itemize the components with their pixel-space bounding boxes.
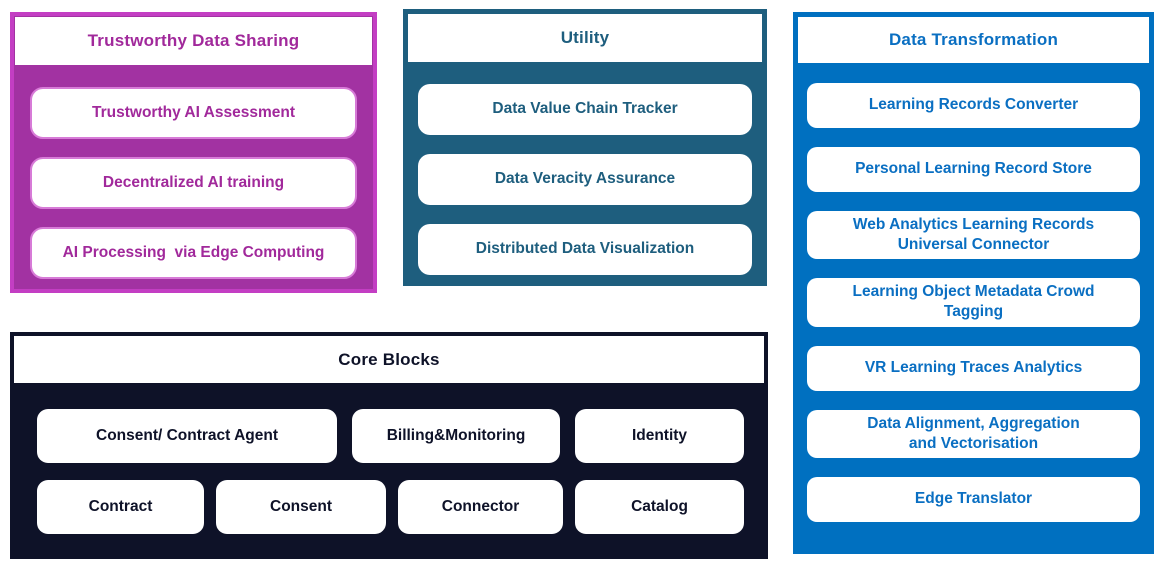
panel-utility: Utility Data Value Chain Tracker Data Ve…: [403, 9, 767, 286]
block-connector: Connector: [398, 480, 563, 534]
core-blocks-row-1: Consent/ Contract Agent Billing&Monitori…: [10, 409, 768, 463]
block-ai-processing-via-edge-computing: AI Processing via Edge Computing: [30, 227, 357, 279]
block-learning-records-converter: Learning Records Converter: [807, 83, 1140, 128]
block-web-analytics-learning-records-universal-connector: Web Analytics Learning Records Universal…: [807, 211, 1140, 260]
panel-title-trustworthy-data-sharing: Trustworthy Data Sharing: [15, 17, 372, 65]
data-transformation-items: Learning Records Converter Personal Lear…: [798, 63, 1149, 522]
block-vr-learning-traces-analytics: VR Learning Traces Analytics: [807, 345, 1140, 391]
block-personal-learning-record-store: Personal Learning Record Store: [807, 147, 1140, 192]
block-edge-translator: Edge Translator: [807, 476, 1140, 522]
core-blocks-row-2: Contract Consent Connector Catalog: [10, 480, 768, 534]
panel-title-utility: Utility: [408, 14, 762, 62]
block-consent: Consent: [216, 480, 386, 534]
panel-data-transformation: Data Transformation Learning Records Con…: [793, 12, 1154, 554]
trustworthy-items: Trustworthy AI Assessment Decentralized …: [14, 65, 373, 279]
block-billing-and-monitoring: Billing&Monitoring: [352, 409, 560, 463]
block-catalog: Catalog: [575, 480, 744, 534]
panel-trustworthy-data-sharing: Trustworthy Data Sharing Trustworthy AI …: [10, 12, 377, 293]
utility-items: Data Value Chain Tracker Data Veracity A…: [403, 62, 767, 275]
block-decentralized-ai-training: Decentralized AI training: [30, 157, 357, 209]
block-identity: Identity: [575, 409, 744, 463]
panel-title-data-transformation: Data Transformation: [798, 17, 1149, 63]
block-data-alignment-aggregation-and-vectorisation: Data Alignment, Aggregation and Vectoris…: [807, 409, 1140, 458]
block-trustworthy-ai-assessment: Trustworthy AI Assessment: [30, 87, 357, 139]
panel-title-core-blocks: Core Blocks: [14, 336, 764, 383]
block-distributed-data-visualization: Distributed Data Visualization: [418, 224, 752, 275]
block-data-value-chain-tracker: Data Value Chain Tracker: [418, 84, 752, 135]
block-contract: Contract: [37, 480, 204, 534]
panel-core-blocks: Core Blocks Consent/ Contract Agent Bill…: [10, 332, 768, 559]
block-consent-contract-agent: Consent/ Contract Agent: [37, 409, 337, 463]
block-learning-object-metadata-crowd-tagging: Learning Object Metadata Crowd Tagging: [807, 278, 1140, 327]
block-data-veracity-assurance: Data Veracity Assurance: [418, 154, 752, 205]
